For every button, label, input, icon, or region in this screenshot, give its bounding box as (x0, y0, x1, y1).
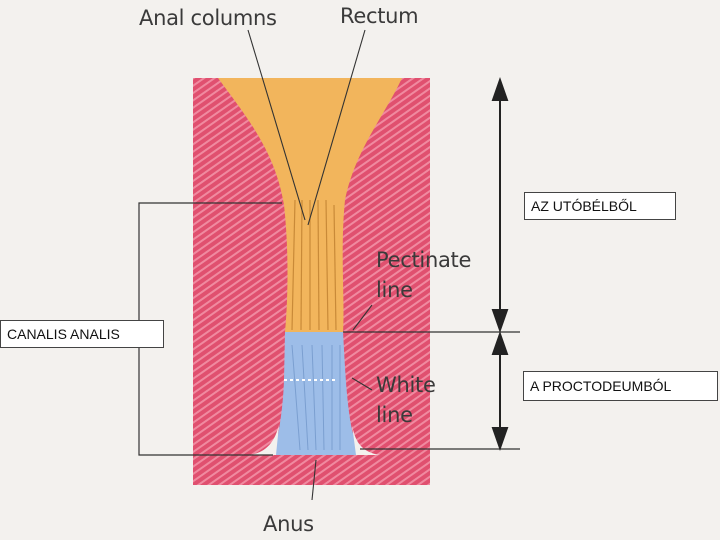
white-line-label: White line (376, 373, 436, 427)
rectum-label: Rectum (340, 4, 419, 28)
pectinate-line-label: Pectinate line (376, 248, 472, 302)
canalis-analis-box: CANALIS ANALIS (0, 320, 164, 348)
hindgut-arrow (491, 76, 509, 334)
anus-label: Anus (263, 512, 314, 536)
proctodeum-box: A PROCTODEUMBÓL (523, 371, 718, 401)
anal-columns (291, 199, 337, 331)
anus-opening (250, 425, 380, 455)
anal-canal-texture (291, 344, 341, 451)
anal-canal-lumen (273, 332, 360, 455)
proctodeum-arrow (491, 330, 509, 452)
hindgut-box: AZ UTÓBÉLBŐL (524, 192, 676, 220)
anal-columns-label: Anal columns (139, 6, 277, 30)
leader-lines (247, 29, 373, 501)
